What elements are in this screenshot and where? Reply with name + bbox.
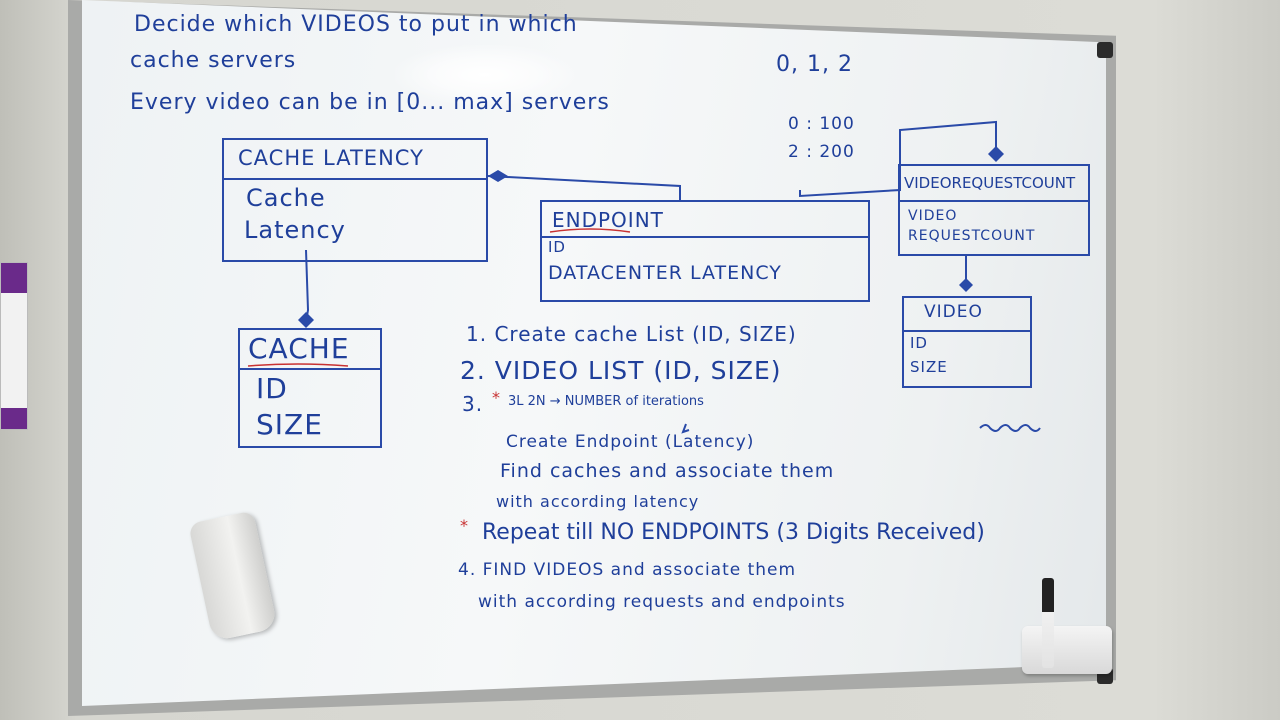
entity-divider [240, 368, 380, 370]
asterisk-mark-2: * [460, 516, 468, 535]
asterisk-mark-1: * [492, 388, 500, 407]
entity-cache-latency: CACHE LATENCY Cache Latency [222, 138, 488, 262]
entity-video-title: VIDEO [924, 302, 983, 322]
marker-tray [1022, 626, 1112, 674]
whiteboard-marker [1042, 578, 1054, 668]
step-4-line-2: with according requests and endpoints [478, 592, 846, 612]
side-note-mid-2: 2 : 200 [788, 142, 855, 162]
entity-endpoint: ENDPOINT ID DATACENTER LATENCY [540, 200, 870, 302]
entity-divider [224, 178, 486, 180]
entity-cache-field-2: SIZE [256, 408, 323, 441]
step-2: 2. VIDEO LIST (ID, SIZE) [460, 356, 782, 385]
entity-endpoint-field-2: DATACENTER LATENCY [548, 262, 782, 284]
entity-divider [904, 330, 1030, 332]
step-3: 3. [462, 392, 484, 416]
side-note-mid-1: 0 : 100 [788, 114, 855, 134]
step-1: 1. Create cache List (ID, SIZE) [466, 322, 797, 346]
entity-video: VIDEO ID SIZE [902, 296, 1032, 388]
header-line-3: Every video can be in [0... max] servers [130, 90, 610, 115]
entity-video-field-1: ID [910, 334, 928, 352]
wall-poster [0, 262, 28, 430]
entity-video-request-count-title: VIDEOREQUESTCOUNT [904, 174, 1076, 192]
entity-endpoint-field-1: ID [548, 238, 566, 256]
entity-cache: CACHE ID SIZE [238, 328, 382, 448]
step-3-note: 3L 2N → NUMBER of iterations [508, 394, 704, 409]
step-3-sub-1: Create Endpoint (Latency) [506, 432, 755, 452]
light-glare [395, 45, 575, 105]
entity-cache-latency-field-2: Latency [244, 216, 346, 244]
step-3-sub-2: Find caches and associate them [500, 460, 835, 482]
entity-divider [900, 200, 1088, 202]
entity-video-field-2: SIZE [910, 358, 948, 376]
entity-video-request-count: VIDEOREQUESTCOUNT VIDEO REQUESTCOUNT [898, 164, 1090, 256]
entity-video-request-count-field-2: REQUESTCOUNT [908, 228, 1036, 244]
entity-endpoint-title: ENDPOINT [552, 208, 664, 232]
header-line-2: cache servers [130, 48, 297, 73]
entity-cache-latency-field-1: Cache [246, 184, 326, 212]
header-line-1: Decide which VIDEOS to put in which [134, 12, 578, 37]
entity-cache-latency-title: CACHE LATENCY [238, 146, 424, 170]
board-corner-top-right [1097, 42, 1113, 58]
step-4-line-1: 4. FIND VIDEOS and associate them [458, 560, 797, 580]
entity-cache-field-1: ID [256, 372, 288, 405]
side-note-top: 0, 1, 2 [776, 52, 853, 77]
repeat-line: Repeat till NO ENDPOINTS (3 Digits Recei… [482, 520, 985, 545]
step-3-sub-3: with according latency [496, 492, 700, 511]
entity-divider [542, 236, 868, 238]
entity-cache-title: CACHE [248, 332, 350, 365]
entity-video-request-count-field-1: VIDEO [908, 208, 958, 224]
